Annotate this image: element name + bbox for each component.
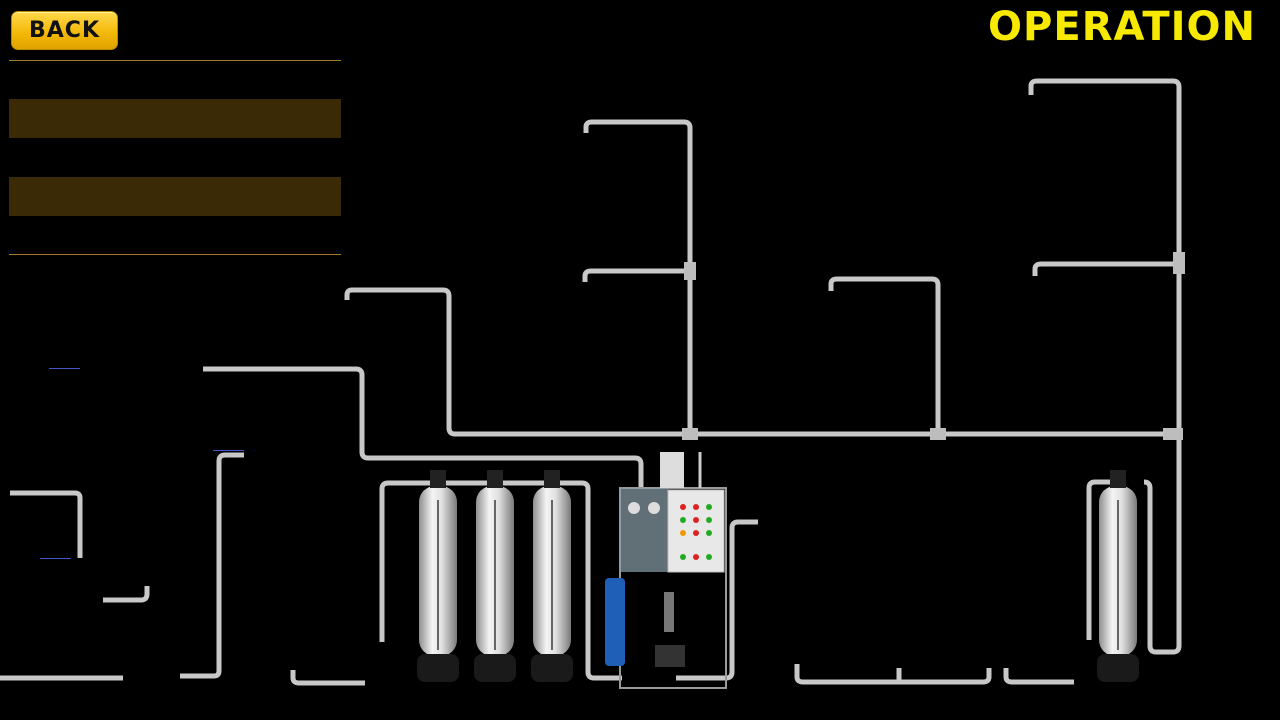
pipe-left-a — [10, 490, 83, 558]
polisher-tank — [1097, 470, 1139, 682]
back-button[interactable]: BACK — [11, 11, 118, 50]
page-title: OPERATION — [988, 4, 1256, 50]
softener-tank — [531, 470, 573, 682]
pipe-tank-manifold — [379, 480, 622, 681]
pipe-up-2 — [583, 119, 693, 434]
pipe-polisher-in — [1086, 479, 1110, 640]
pipe-left-b — [103, 586, 150, 603]
pipe-left-e — [290, 670, 365, 686]
pipe-up-4 — [828, 276, 941, 434]
carbon-tank — [474, 470, 516, 682]
pipe-ro-out — [676, 519, 758, 681]
pipe-bottom-3 — [1003, 668, 1074, 685]
pipe-feed — [203, 366, 644, 488]
indicator-line-3 — [40, 558, 71, 559]
sediment-tank — [417, 470, 459, 682]
status-bar-2 — [9, 177, 341, 216]
pipe-up-1 — [344, 287, 1180, 437]
ro-unit — [605, 452, 727, 689]
pipe-up-6 — [1032, 261, 1179, 276]
panel-divider-bottom — [9, 254, 341, 255]
panel-divider-top — [9, 60, 341, 61]
indicator-line-1 — [49, 368, 80, 369]
indicator-line-2 — [213, 450, 244, 451]
pipe-bottom-1 — [794, 664, 992, 685]
pipe-up-5 — [1028, 78, 1182, 655]
status-bar-1 — [9, 99, 341, 138]
pipe-up-3 — [582, 268, 690, 282]
pipe-left-d — [180, 452, 244, 679]
